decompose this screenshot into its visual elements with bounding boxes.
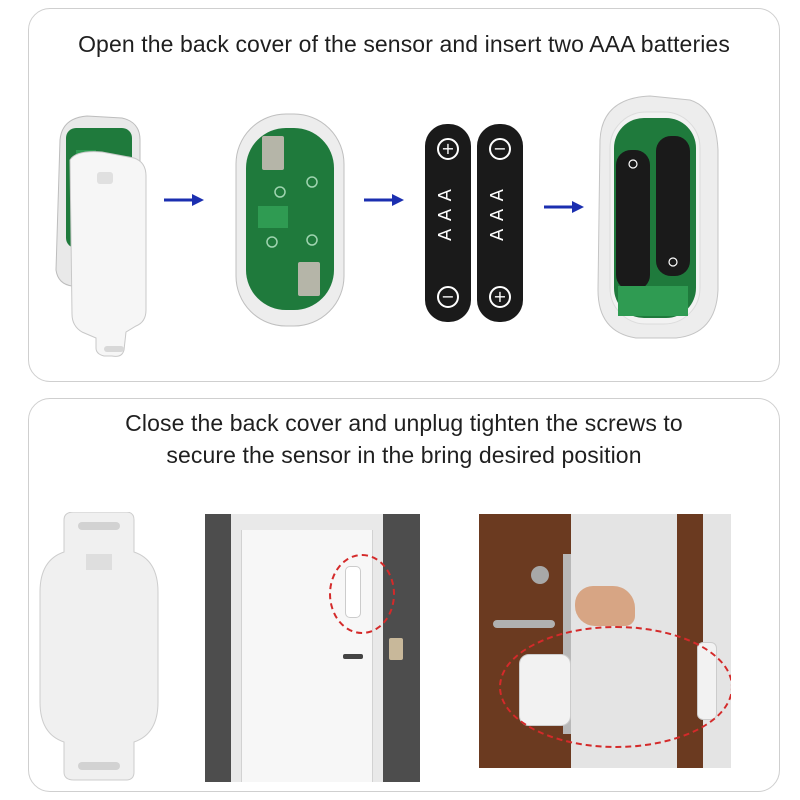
door-lock: [531, 566, 549, 584]
right-arrow-icon: [544, 201, 584, 213]
aaa-batteries-image: + AAA − − AAA +: [425, 124, 525, 322]
step2-heading: Close the back cover and unplug tighten …: [29, 407, 779, 471]
sensor-cover-open-image: [55, 115, 147, 357]
highlight-circle: [329, 554, 395, 634]
step2-heading-line2: secure the sensor in the bring desired p…: [166, 442, 642, 468]
right-arrow-icon: [164, 194, 204, 206]
light-switch: [389, 638, 403, 660]
hand: [575, 586, 635, 626]
battery-right: − AAA +: [477, 124, 523, 322]
battery-label: AAA: [487, 182, 508, 241]
wooden-door-sensor-photo: [479, 514, 731, 768]
sensor-batteries-installed-image: [597, 95, 719, 339]
highlight-ellipse: [499, 626, 731, 748]
sensor-circuit-board-image: [235, 113, 345, 327]
battery-label: AAA: [435, 182, 456, 241]
sensor-closed-image: [39, 512, 159, 781]
door-lever-handle: [493, 620, 555, 628]
step1-heading: Open the back cover of the sensor and in…: [78, 31, 730, 57]
door-handle: [343, 654, 363, 659]
minus-terminal-icon: −: [437, 286, 459, 308]
right-arrow-icon: [364, 194, 404, 206]
plus-terminal-icon: +: [437, 138, 459, 160]
step2-heading-line1: Close the back cover and unplug tighten …: [125, 410, 683, 436]
plus-terminal-icon: +: [489, 286, 511, 308]
battery-left: + AAA −: [425, 124, 471, 322]
minus-terminal-icon: −: [489, 138, 511, 160]
door-mounted-sensor-photo: [205, 514, 420, 782]
